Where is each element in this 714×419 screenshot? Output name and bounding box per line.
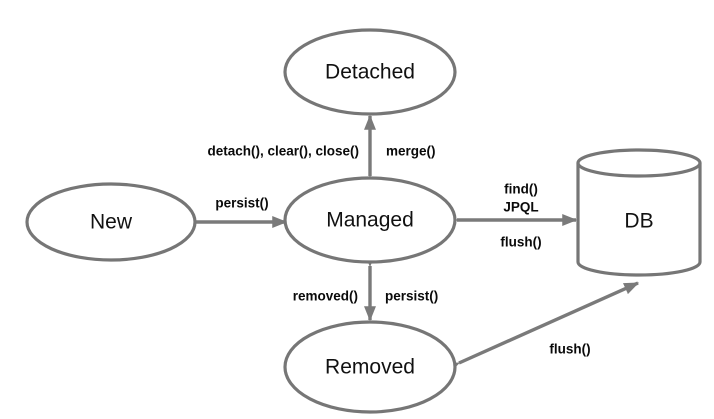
edge-detached-managed: detach(), clear(), close() merge(): [207, 114, 436, 190]
node-managed[interactable]: Managed: [283, 176, 457, 264]
edge-removed-db: flush(): [443, 281, 640, 375]
edge-label-persist-new: persist(): [215, 196, 268, 211]
node-shape-managed[interactable]: [283, 176, 457, 264]
edge-label-merge: merge(): [386, 144, 436, 159]
node-removed[interactable]: Removed: [283, 320, 457, 414]
node-label-new: New: [90, 211, 133, 234]
edge-label-flush-db: flush(): [500, 235, 541, 250]
node-label-removed: Removed: [325, 356, 415, 379]
edge-line-removed-db: [443, 281, 640, 375]
edge-managed-removed: removed() persist(): [293, 252, 438, 322]
edge-label-flush-removed: flush(): [549, 342, 590, 357]
edge-label-find: find(): [504, 182, 538, 197]
node-shape-new[interactable]: [25, 182, 197, 262]
node-shape-db-body[interactable]: [576, 161, 702, 277]
node-new[interactable]: New: [25, 182, 197, 262]
edge-label-persist-removed: persist(): [385, 289, 438, 304]
edge-label-jpql: JPQL: [503, 200, 538, 215]
node-label-detached: Detached: [325, 61, 415, 84]
node-shape-detached[interactable]: [283, 28, 457, 116]
node-shape-removed[interactable]: [283, 320, 457, 414]
edge-label-removed-fn: removed(): [293, 289, 358, 304]
node-label-managed: Managed: [326, 209, 414, 232]
node-db[interactable]: DB: [576, 148, 702, 277]
edge-new-managed: persist(): [196, 196, 288, 228]
edge-managed-db: find() JPQL flush(): [443, 182, 578, 250]
node-shape-db-top[interactable]: [576, 148, 702, 178]
node-detached[interactable]: Detached: [283, 28, 457, 116]
edge-label-detach-clear-close: detach(), clear(), close(): [207, 144, 359, 159]
node-label-db: DB: [624, 210, 653, 233]
